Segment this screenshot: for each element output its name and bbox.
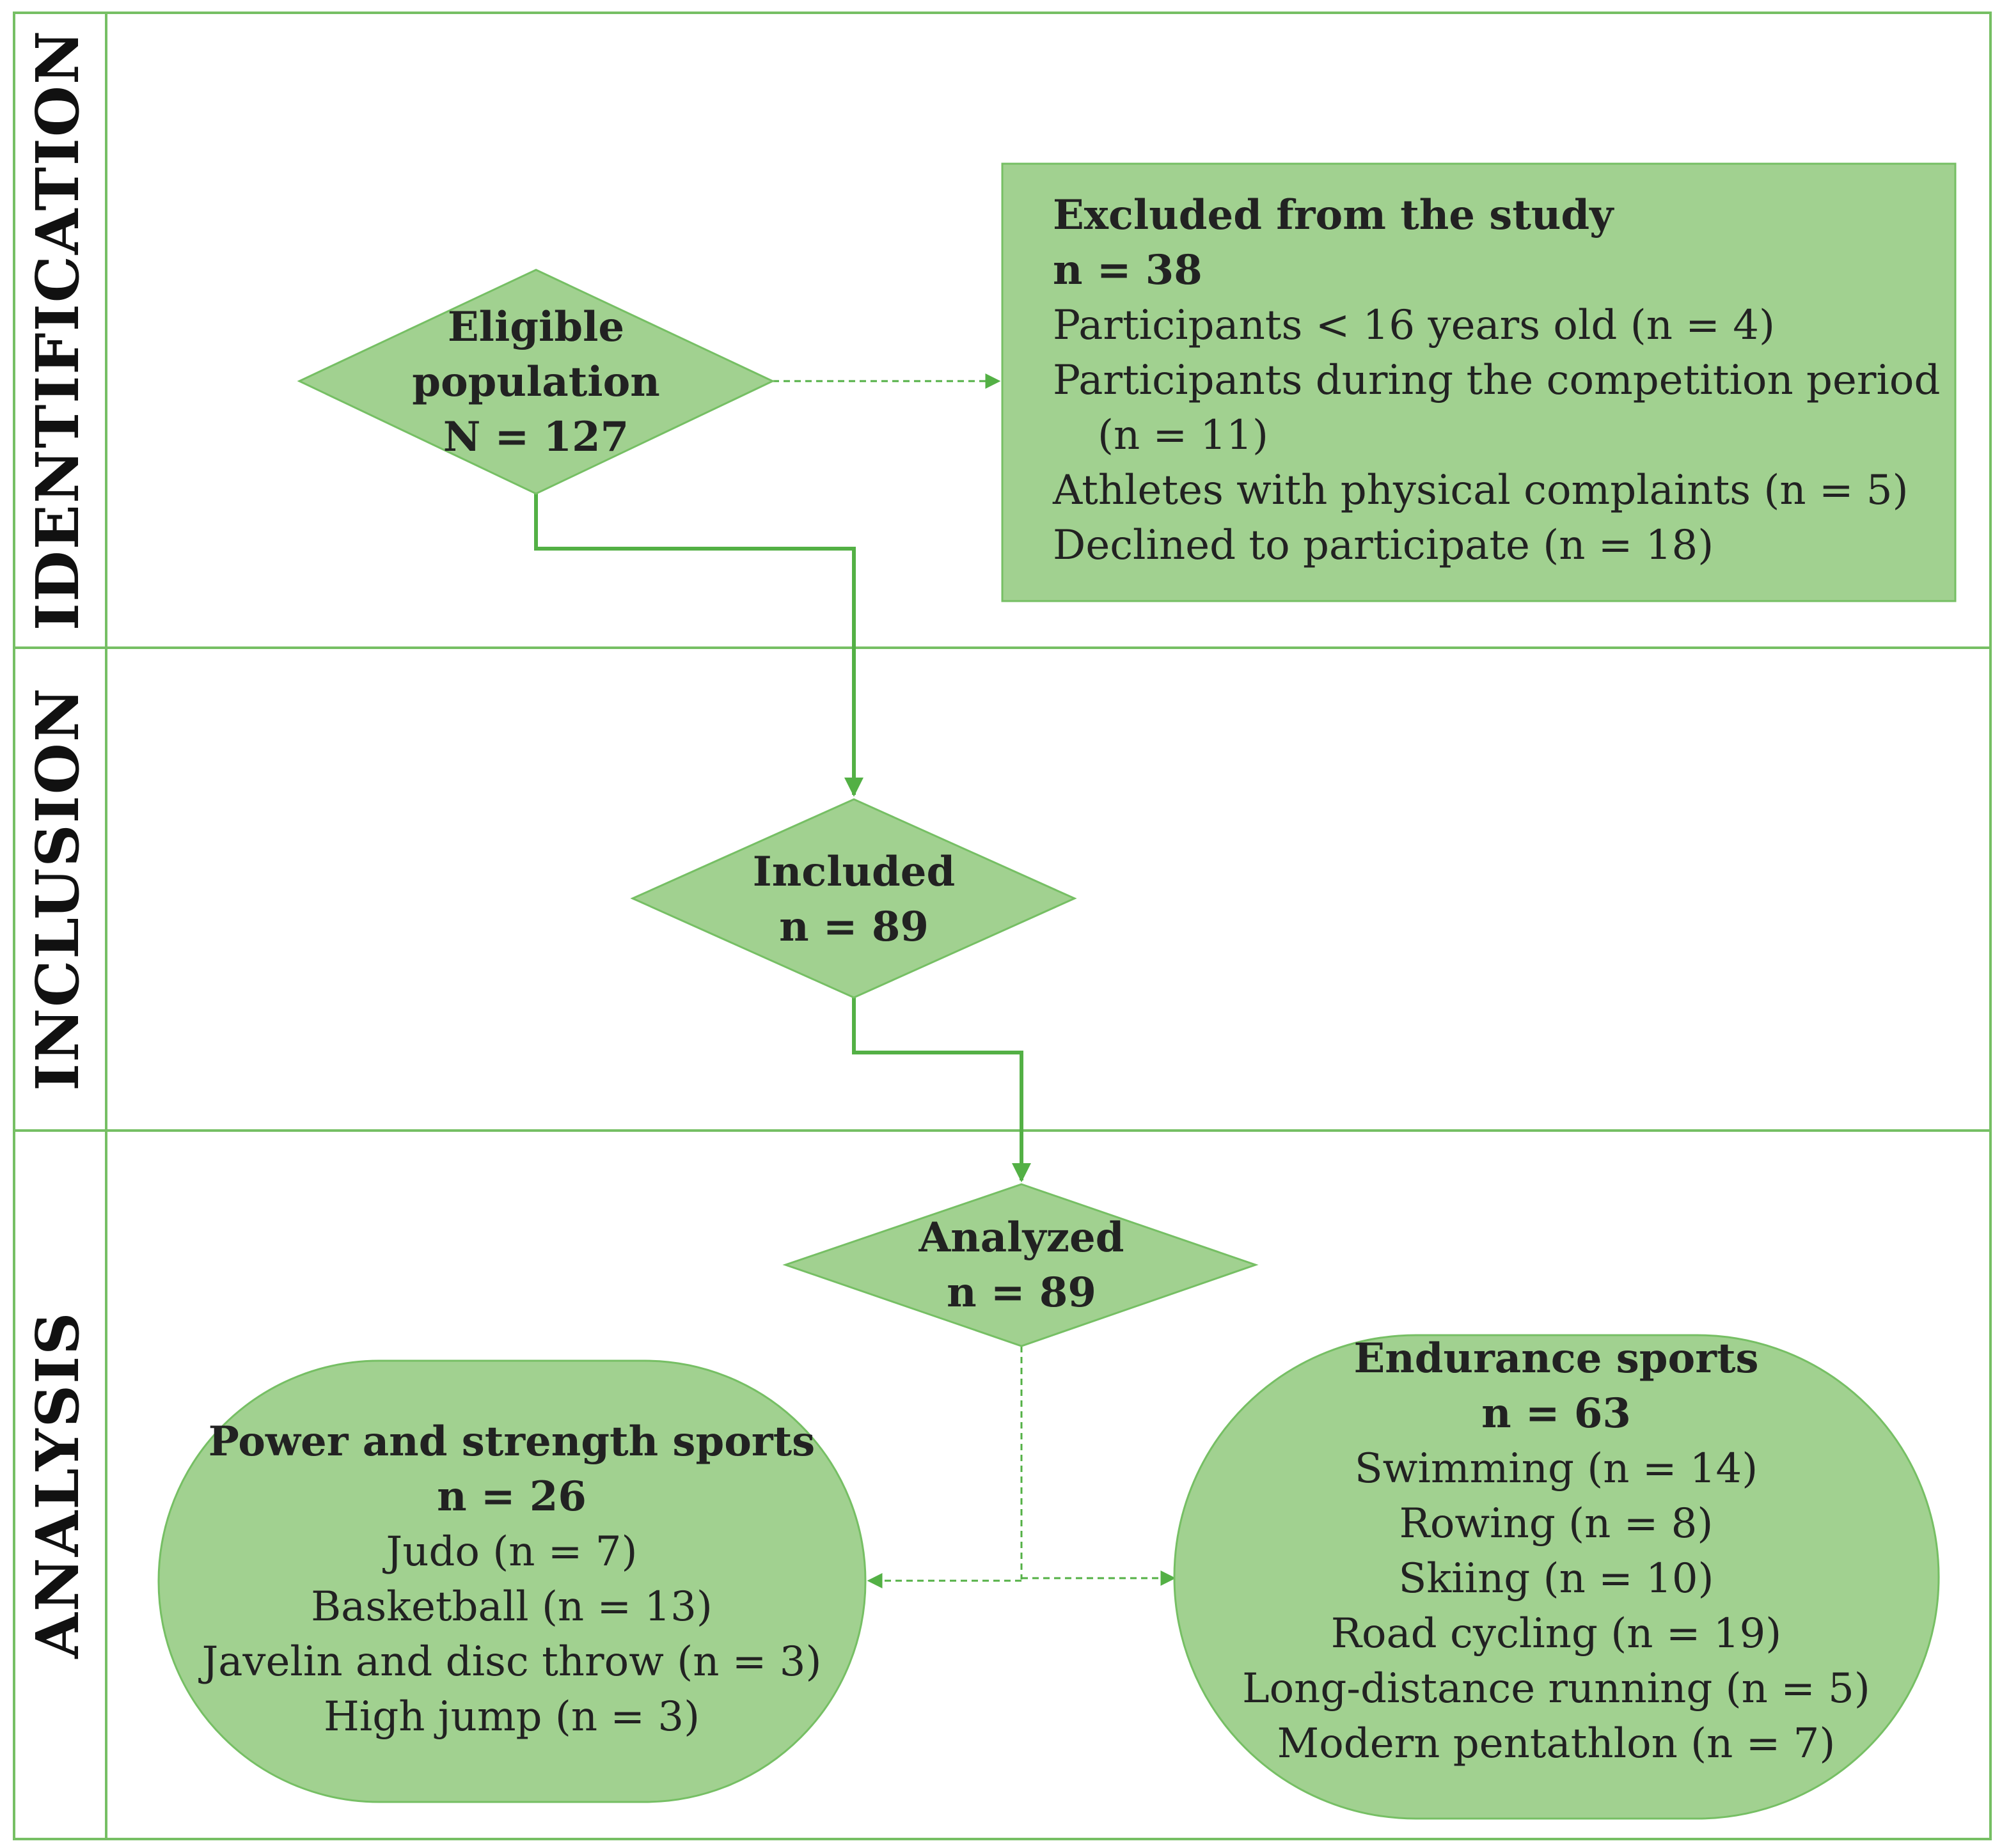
analyzed-title: Analyzed	[918, 1214, 1124, 1262]
endurance-item: Swimming (n = 14)	[1355, 1445, 1758, 1492]
power-strength-item: Javelin and disc throw (n = 3)	[198, 1638, 822, 1686]
power-strength-node: Power and strength sports n = 26 Judo (n…	[157, 1359, 867, 1803]
endurance-item: Rowing (n = 8)	[1399, 1500, 1714, 1547]
excluded-reason: Declined to participate (n = 18)	[1053, 522, 1714, 569]
eligible-population-node: Eligible population N = 127	[297, 269, 775, 495]
excluded-node: Excluded from the study n = 38 Participa…	[1001, 162, 1957, 602]
endurance-item: Road cycling (n = 19)	[1331, 1610, 1781, 1657]
power-strength-shape	[157, 1359, 867, 1803]
outer-frame	[13, 12, 1992, 1840]
endurance-item: Skiing (n = 10)	[1399, 1555, 1714, 1602]
power-strength-item: Judo (n = 7)	[382, 1528, 638, 1576]
endurance-shape	[1173, 1334, 1940, 1820]
connector-eligible-to-included	[534, 494, 863, 797]
excluded-reason: Participants during the competition peri…	[1053, 357, 1940, 404]
endurance-item: Long-distance running (n = 5)	[1242, 1665, 1870, 1712]
analyzed-node: Analyzed n = 89	[782, 1183, 1259, 1347]
excluded-reason: Athletes with physical complaints (n = 5…	[1052, 467, 1909, 514]
excluded-title: Excluded from the study	[1053, 191, 1614, 239]
included-diamond-shape	[630, 798, 1077, 999]
included-node: Included n = 89	[630, 798, 1077, 999]
included-title: Included	[753, 848, 956, 896]
power-strength-count: n = 26	[437, 1473, 587, 1521]
eligible-title: Eligible population	[412, 303, 660, 406]
endurance-node: Endurance sports n = 63 Swimming (n = 14…	[1173, 1334, 1940, 1820]
eligible-count: N = 127	[443, 413, 629, 461]
excluded-box-shape	[1001, 162, 1957, 602]
power-strength-item: High jump (n = 3)	[324, 1693, 700, 1741]
endurance-count: n = 63	[1481, 1390, 1631, 1437]
included-count: n = 89	[779, 903, 929, 951]
phase-label-inclusion: INCLUSION	[23, 687, 92, 1091]
eligible-title-line: population	[412, 358, 660, 406]
excluded-count: n = 38	[1053, 246, 1202, 294]
analyzed-count: n = 89	[947, 1269, 1096, 1317]
phase-label-identification: IDENTIFICATION	[23, 29, 92, 630]
power-strength-title: Power and strength sports	[209, 1418, 815, 1466]
endurance-title: Endurance sports	[1353, 1335, 1758, 1382]
excluded-reason: (n = 11)	[1098, 412, 1268, 459]
eligible-diamond-shape	[297, 269, 775, 495]
endurance-item: Modern pentathlon (n = 7)	[1277, 1720, 1836, 1767]
eligible-title-line: Eligible	[448, 303, 624, 351]
power-strength-item: Basketball (n = 13)	[311, 1583, 713, 1631]
phase-label-analysis: ANALYSIS	[23, 1311, 92, 1659]
connector-included-to-analyzed	[852, 998, 1031, 1182]
excluded-reason: Participants < 16 years old (n = 4)	[1053, 302, 1775, 349]
analyzed-diamond-shape	[782, 1183, 1259, 1347]
